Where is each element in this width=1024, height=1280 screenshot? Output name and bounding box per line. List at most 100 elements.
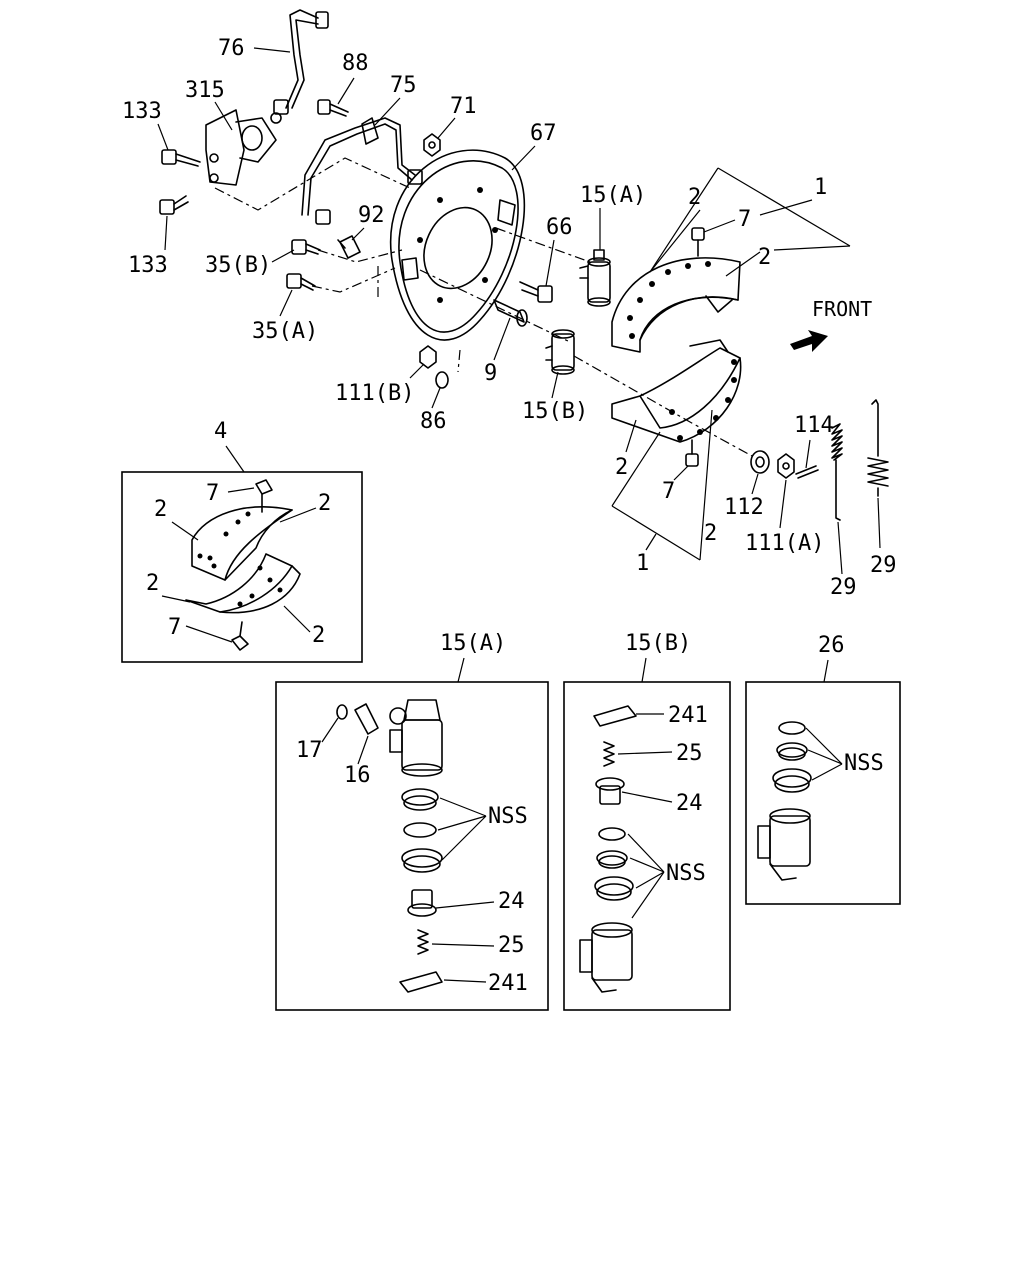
leader-133-lower xyxy=(164,215,168,251)
leader-66 xyxy=(545,239,555,287)
kit4-leader-2-b xyxy=(279,507,317,523)
label-114: 114 xyxy=(794,413,834,438)
kit4-pin-lower xyxy=(231,621,249,651)
part-86-washer xyxy=(435,371,449,389)
kit15b-title-leader xyxy=(641,657,647,683)
label-2-upper-b: 2 xyxy=(758,245,771,270)
leader-15b-top xyxy=(551,371,559,399)
kit4-label-2-c: 2 xyxy=(146,571,159,596)
part-35b-bolt xyxy=(291,239,321,255)
kit4-leader-2-a xyxy=(171,521,199,541)
kit15a-bleeder-16 xyxy=(354,703,379,735)
kit15a-leader-16 xyxy=(357,735,369,765)
label-111b: 111(B) xyxy=(335,381,414,406)
kit4-pin-upper xyxy=(255,479,273,513)
kit4-label-2-a: 2 xyxy=(154,497,167,522)
kit15a-title-leader xyxy=(457,657,465,683)
label-76: 76 xyxy=(218,36,245,61)
label-15a-top: 15(A) xyxy=(580,183,646,208)
kit15a-label-16: 16 xyxy=(344,763,371,788)
leader-35b xyxy=(271,249,295,263)
leader-133-upper xyxy=(157,123,169,151)
leader-88 xyxy=(337,77,355,105)
bracket-1-upper xyxy=(649,167,851,273)
part-1-lower-brake-shoe xyxy=(611,339,742,443)
leader-67 xyxy=(511,145,536,171)
kit4-leader-2-c xyxy=(161,595,191,603)
label-2-upper-a: 2 xyxy=(688,185,701,210)
label-2-lower-b: 2 xyxy=(704,521,717,546)
kit4-leader-2-d xyxy=(283,605,311,633)
part-112-washer xyxy=(750,450,770,474)
kit15b-label-25: 25 xyxy=(676,741,703,766)
part-35a-bolt xyxy=(286,273,316,291)
leader-29-left xyxy=(837,521,843,575)
part-15b-wheel-cylinder xyxy=(545,329,575,375)
leader-114 xyxy=(805,439,811,469)
kit15b-leader-nss xyxy=(627,833,665,919)
label-9: 9 xyxy=(484,361,497,386)
kit15a-o-ring xyxy=(403,822,437,838)
label-7-upper: 7 xyxy=(738,207,751,232)
kit4-label-2-b: 2 xyxy=(318,491,331,516)
kit15a-seal-cup-2 xyxy=(401,848,443,873)
kit15b-leader-25 xyxy=(617,751,673,755)
kit15b-clip-241 xyxy=(593,705,637,727)
label-7-lower: 7 xyxy=(662,479,675,504)
label-35b: 35(B) xyxy=(205,253,271,278)
kit15a-leader-241 xyxy=(443,979,487,983)
label-88: 88 xyxy=(342,51,369,76)
kit4-leader-7-upper xyxy=(227,487,255,493)
leader-2-upper-a xyxy=(649,209,701,273)
kit15b-label-241: 241 xyxy=(668,703,708,728)
kit4-title: 4 xyxy=(214,419,227,444)
label-133-upper: 133 xyxy=(122,99,162,124)
part-114-cotter-pin xyxy=(795,465,819,479)
part-7-pin-lower xyxy=(685,439,699,467)
part-67-backing-plate xyxy=(389,149,526,341)
label-111a: 111(A) xyxy=(745,531,824,556)
kit4-upper-shoe xyxy=(191,506,293,581)
kit26-seals xyxy=(772,721,812,793)
part-315-bracket xyxy=(205,109,277,186)
leader-315 xyxy=(214,101,233,131)
bracket-1-lower xyxy=(611,409,713,561)
kit15b-piston-24 xyxy=(595,777,625,805)
part-111b-nut xyxy=(419,345,437,369)
leader-1-lower xyxy=(645,533,657,551)
label-67: 67 xyxy=(530,121,557,146)
label-1-lower: 1 xyxy=(636,551,649,576)
kit15a-title: 15(A) xyxy=(440,631,506,656)
label-112: 112 xyxy=(724,495,764,520)
part-76-brake-pipe xyxy=(270,9,329,124)
label-1-upper: 1 xyxy=(814,175,827,200)
kit15a-label-nss: NSS xyxy=(488,804,528,829)
label-15b-top: 15(B) xyxy=(522,399,588,424)
kit4-leader-7-lower xyxy=(185,625,233,643)
label-92: 92 xyxy=(358,203,385,228)
label-75: 75 xyxy=(390,73,417,98)
part-75-brake-hose xyxy=(301,117,423,225)
leader-92 xyxy=(351,227,365,241)
label-29-right: 29 xyxy=(870,553,897,578)
label-71: 71 xyxy=(450,94,477,119)
leader-29-right xyxy=(877,497,881,549)
kit15a-piston-24 xyxy=(407,889,437,917)
label-86: 86 xyxy=(420,409,447,434)
part-15a-wheel-cylinder xyxy=(579,249,611,307)
kit15a-label-24: 24 xyxy=(498,889,525,914)
label-2-lower-a: 2 xyxy=(615,455,628,480)
kit26-label-nss: NSS xyxy=(844,751,884,776)
kit15b-label-nss: NSS xyxy=(666,861,706,886)
kit26-cylinder-body xyxy=(757,808,811,881)
leader-111a xyxy=(779,479,787,529)
leader-76 xyxy=(253,47,291,53)
kit15b-box xyxy=(563,681,731,1011)
kit15a-label-25: 25 xyxy=(498,933,525,958)
label-315: 315 xyxy=(185,78,225,103)
leader-2-upper-b xyxy=(725,245,851,277)
kit15a-leader-nss xyxy=(437,797,487,861)
part-111a-nut xyxy=(777,453,795,479)
kit15a-leader-24 xyxy=(435,901,495,909)
